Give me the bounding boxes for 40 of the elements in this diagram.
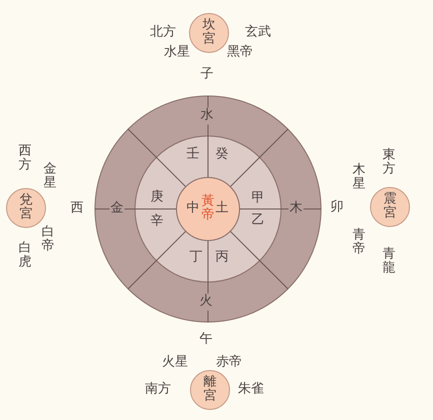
palace-name: 離宮 bbox=[203, 376, 217, 404]
side-note: 木星 bbox=[352, 164, 366, 192]
side-note: 黑帝 bbox=[227, 46, 253, 60]
stem-label: 丙 bbox=[216, 250, 228, 266]
side-note: 南方 bbox=[145, 382, 171, 398]
side-note: 水星 bbox=[164, 46, 190, 60]
center-character: 土 bbox=[216, 202, 228, 216]
side-note: 白虎 bbox=[18, 242, 32, 270]
side-note: 白帝 bbox=[41, 226, 55, 254]
stem-label: 壬 bbox=[186, 148, 200, 162]
side-note: 玄武 bbox=[245, 26, 271, 40]
branch-label: 卯 bbox=[330, 200, 344, 216]
palace-circle bbox=[190, 370, 230, 410]
stem-label: 乙 bbox=[252, 214, 264, 228]
branch-label: 午 bbox=[200, 332, 212, 348]
side-note: 火星 bbox=[162, 356, 188, 370]
side-note: 青龍 bbox=[382, 248, 396, 276]
center-character: 中 bbox=[186, 202, 200, 216]
palace-name: 震宮 bbox=[383, 192, 397, 222]
stem-label: 辛 bbox=[150, 214, 164, 230]
palace-circle bbox=[370, 187, 410, 227]
element-label: 水 bbox=[200, 108, 214, 124]
stem-label: 丁 bbox=[190, 250, 202, 266]
stem-label: 甲 bbox=[252, 192, 264, 206]
palace-circle bbox=[189, 13, 229, 53]
side-note: 朱雀 bbox=[238, 382, 264, 398]
side-note: 赤帝 bbox=[216, 356, 242, 370]
side-note: 東方 bbox=[382, 148, 396, 178]
stem-label: 庚 bbox=[150, 190, 164, 206]
side-note: 西方 bbox=[18, 144, 32, 174]
palace-name: 坎宮 bbox=[202, 18, 216, 48]
palace-name: 兌宮 bbox=[19, 194, 33, 222]
side-note: 北方 bbox=[150, 26, 176, 40]
element-label: 火 bbox=[198, 294, 214, 310]
branch-label: 西 bbox=[70, 202, 84, 216]
center-title: 黃帝 bbox=[201, 194, 215, 224]
side-note: 青帝 bbox=[352, 228, 366, 258]
side-note: 金星 bbox=[43, 162, 57, 192]
stem-label: 癸 bbox=[216, 148, 228, 162]
branch-label: 子 bbox=[200, 68, 214, 82]
